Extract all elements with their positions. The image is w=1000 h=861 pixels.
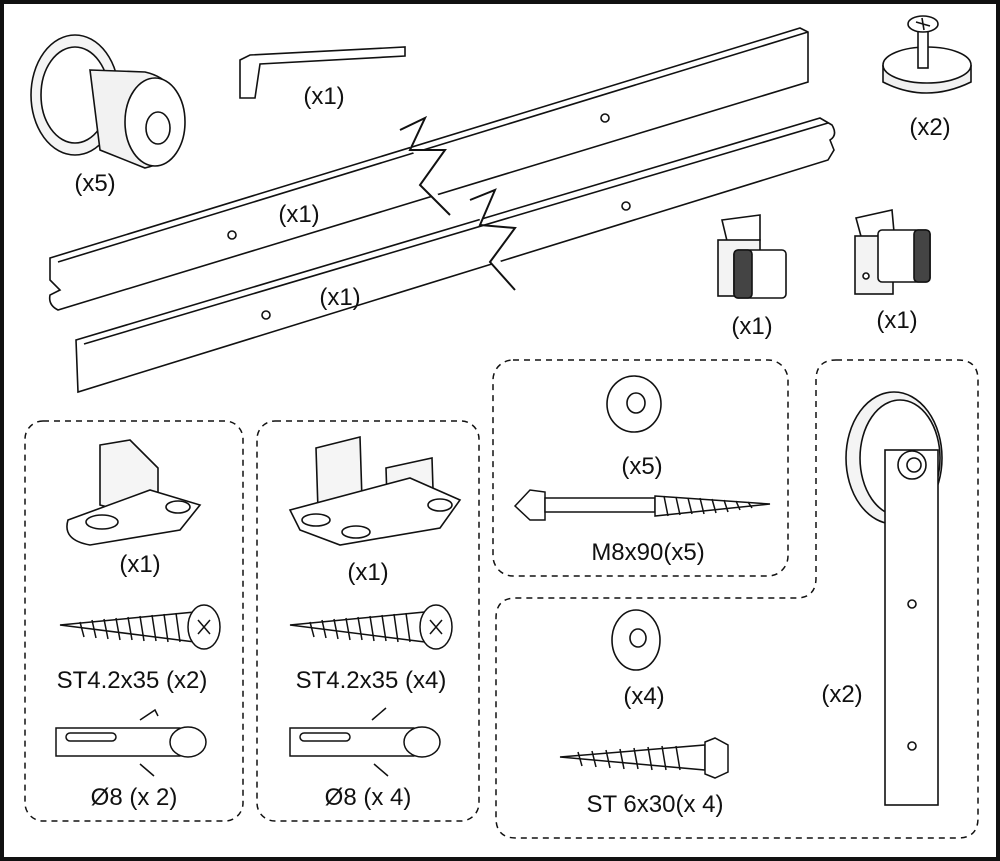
hanger-screw-label: ST 6x30(x 4) — [587, 791, 724, 818]
group-box-double-guide — [256, 420, 480, 822]
double-floor-guide-icon — [288, 435, 462, 546]
lag-bolt-label: M8x90(x5) — [591, 539, 704, 566]
rail-lower-icon — [75, 117, 836, 394]
rail-upper-count-label: (x1) — [278, 201, 319, 228]
group-box-hanger — [495, 359, 979, 839]
group-box-washer-bolt — [492, 359, 789, 577]
wall-anchor-single-icon — [55, 708, 207, 777]
small-washer-count-label: (x4) — [623, 683, 664, 710]
single-guide-screw-label: ST4.2x35 (x2) — [57, 667, 208, 694]
hex-key-icon — [239, 46, 406, 99]
rail-connector-a-icon — [717, 214, 787, 299]
rail-connector-b-icon — [854, 209, 931, 295]
single-floor-guide-count-label: (x1) — [119, 551, 160, 578]
group-box-single-guide — [24, 420, 244, 822]
double-floor-guide-count-label: (x1) — [347, 559, 388, 586]
end-cap-count-label: (x5) — [74, 170, 115, 197]
screw-st42-double-icon — [289, 604, 453, 650]
door-stopper-icon — [882, 15, 972, 94]
door-stopper-count-label: (x2) — [909, 114, 950, 141]
rail-connector-a-count-label: (x1) — [731, 313, 772, 340]
end-cap-icon — [30, 34, 186, 169]
double-guide-anchor-label: Ø8 (x 4) — [325, 784, 412, 811]
double-guide-screw-label: ST4.2x35 (x4) — [296, 667, 447, 694]
small-washer-icon — [611, 609, 661, 671]
single-guide-anchor-label: Ø8 (x 2) — [91, 784, 178, 811]
rail-break-mark-upper — [399, 115, 451, 216]
roller-hanger-count-label: (x2) — [821, 681, 862, 708]
roller-hanger-icon — [845, 391, 943, 806]
hanger-screw-st6-icon — [559, 737, 729, 779]
rail-break-mark-lower — [469, 188, 517, 291]
lag-bolt-m8-icon — [513, 489, 771, 521]
large-washer-count-label: (x5) — [621, 453, 662, 480]
screw-st42-single-icon — [59, 604, 221, 650]
large-washer-icon — [606, 375, 662, 433]
single-floor-guide-icon — [66, 439, 202, 546]
rail-lower-count-label: (x1) — [319, 284, 360, 311]
rail-connector-b-count-label: (x1) — [876, 307, 917, 334]
hex-key-count-label: (x1) — [303, 83, 344, 110]
wall-anchor-double-icon — [289, 707, 441, 777]
